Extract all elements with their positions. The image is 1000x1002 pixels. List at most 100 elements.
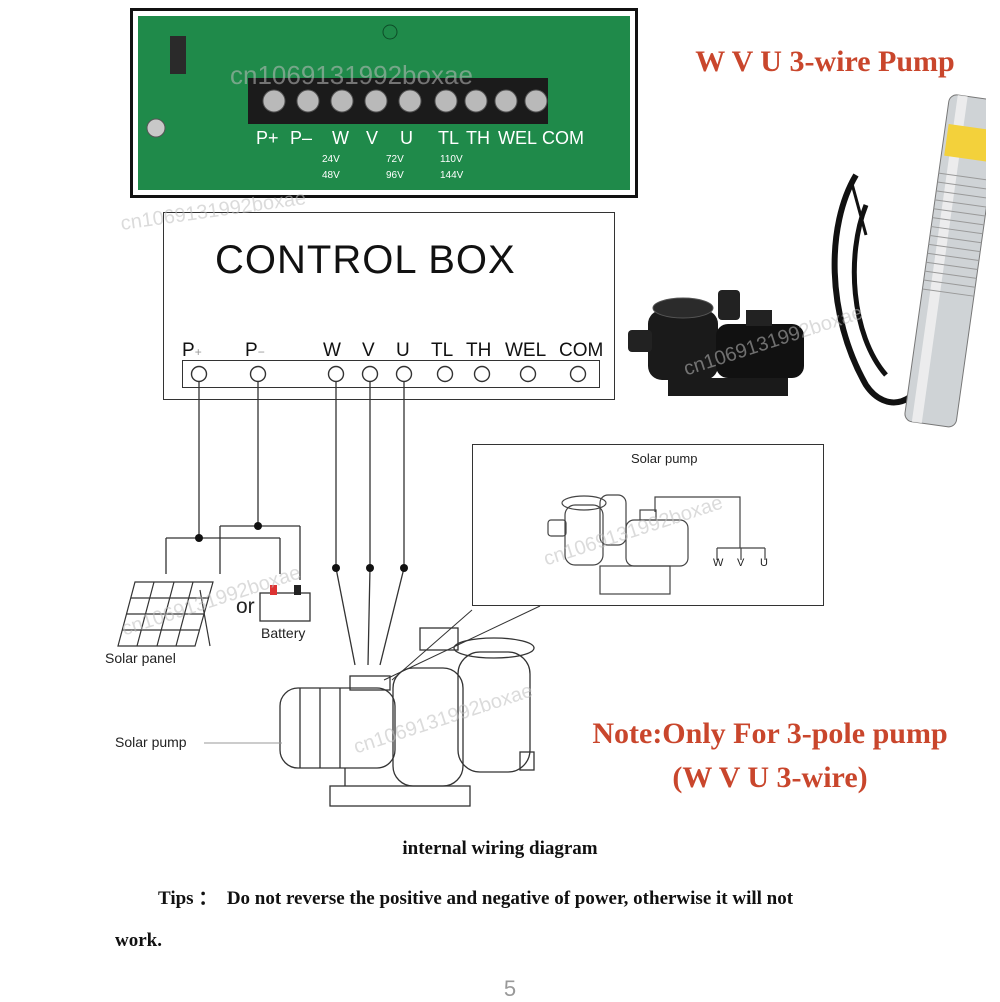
pump-rib — [931, 226, 983, 235]
terminal-label-com: COM — [559, 340, 604, 361]
control-box — [163, 212, 615, 400]
pcb-label-u: U — [400, 128, 413, 148]
voltage-24v: 24V — [322, 154, 340, 165]
terminal-label-v: V — [362, 340, 375, 361]
terminal-v — [361, 365, 379, 383]
terminal-screw — [364, 89, 388, 113]
board-hole — [382, 24, 398, 40]
terminal-screw — [494, 89, 518, 113]
wire-negative — [219, 381, 301, 580]
pump-title: W V U 3-wire Pump — [695, 45, 955, 78]
terminal-screw — [330, 89, 354, 113]
pcb-label-th: TH — [466, 128, 490, 148]
pump-rib — [924, 270, 977, 279]
mount-screw-left — [146, 118, 166, 138]
note-line-1: Note:Only For 3-pole pump — [592, 717, 948, 750]
pump-rib — [928, 243, 981, 253]
or-label: or — [236, 595, 255, 618]
solar-panel-label: Solar panel — [105, 650, 176, 666]
tips-text: Do not reverse the positive and negative… — [226, 888, 794, 909]
pcb-terminal-photo: P+ P– W V U TL TH WEL COM 24V 72V 110V 4… — [130, 8, 638, 198]
battery-icon — [259, 585, 311, 622]
tips-line: Tips ： Do not reverse the positive and n… — [158, 883, 793, 910]
pump-rib — [937, 181, 986, 190]
surface-pump-photo — [628, 290, 804, 396]
pump-rib — [926, 261, 978, 270]
terminal-label-w: W — [323, 340, 341, 361]
pcb-label-wel: WEL — [498, 128, 538, 148]
tips-continuation: work. — [115, 930, 162, 951]
junction-dot — [366, 564, 374, 572]
terminal-screw — [398, 89, 422, 113]
pump-label — [944, 123, 986, 163]
pcb-label-v: V — [366, 128, 379, 148]
terminal-p-plus — [190, 365, 208, 383]
pump-rib — [923, 279, 976, 288]
voltage-110v: 110V — [440, 154, 463, 165]
tips-prefix: Tips ： — [158, 888, 218, 909]
voltage-48v: 48V — [322, 170, 340, 181]
terminal-screw — [524, 89, 548, 113]
pump-cable-loop — [851, 204, 888, 377]
terminal-com — [569, 365, 587, 383]
terminal-w — [327, 365, 345, 383]
pump-rib — [927, 252, 980, 262]
junction-dot — [400, 564, 408, 572]
pump-rib — [936, 190, 986, 199]
terminal-wel — [519, 365, 537, 383]
pump-highlight — [911, 94, 968, 424]
terminal-block-graphic — [146, 24, 548, 138]
main-pump-drawing — [279, 627, 535, 807]
voltage-144v: 144V — [440, 170, 464, 181]
solar-pump-label: Solar pump — [115, 734, 187, 750]
terminal-label-th: TH — [466, 340, 492, 361]
connector — [170, 36, 186, 74]
inset-pump-drawing — [547, 494, 766, 595]
terminal-p-minus — [249, 365, 267, 383]
junction-dot — [254, 522, 262, 530]
terminal-name: P — [182, 340, 195, 361]
terminal-sign: − — [257, 345, 265, 359]
terminal-tl — [436, 365, 454, 383]
solar-panel-icon — [117, 581, 214, 647]
terminal-label-p-plus: P+ — [182, 340, 202, 362]
strainer-lid — [652, 297, 714, 319]
submersible-pump-photo — [831, 94, 986, 428]
junction-dot — [195, 534, 203, 542]
terminal-th — [473, 365, 491, 383]
terminal-u — [395, 365, 413, 383]
pcb-label-w: W — [332, 128, 349, 148]
pcb-label-p-minus: P– — [290, 128, 313, 148]
page-number: 5 — [503, 976, 517, 1001]
inlet-port — [628, 330, 652, 352]
callout-line — [391, 609, 473, 681]
terminal-label-u: U — [396, 340, 410, 361]
motor-housing — [716, 324, 804, 378]
wire-v — [367, 381, 371, 666]
pump-rib — [933, 208, 986, 217]
voltage-72v: 72V — [386, 154, 404, 165]
voltage-96v: 96V — [386, 170, 404, 181]
terminal-screw — [464, 89, 488, 113]
terminal-sign: + — [194, 345, 202, 359]
cable-leads — [849, 179, 868, 236]
terminal-label-wel: WEL — [505, 340, 547, 361]
inset-wire-u: U — [760, 557, 768, 569]
terminal-label-tl: TL — [431, 340, 454, 361]
pcb-label-tl: TL — [438, 128, 460, 148]
control-box-title: CONTROL BOX — [215, 238, 516, 282]
battery-label: Battery — [261, 625, 306, 641]
inset-wire-w: W — [713, 557, 724, 569]
inset-title: Solar pump — [631, 451, 698, 466]
junction-dot — [332, 564, 340, 572]
terminal-screw — [434, 89, 458, 113]
wire-u — [379, 381, 405, 666]
inset-wire-v: V — [737, 557, 745, 569]
terminal-screw — [296, 89, 320, 113]
junction-box — [746, 310, 772, 326]
terminal-label-p-minus: P− — [245, 340, 265, 362]
pcb-board: P+ P– W V U TL TH WEL COM 24V 72V 110V 4… — [138, 16, 630, 190]
inset-box — [472, 444, 824, 606]
pcb-label-p-plus: P+ — [256, 128, 279, 148]
